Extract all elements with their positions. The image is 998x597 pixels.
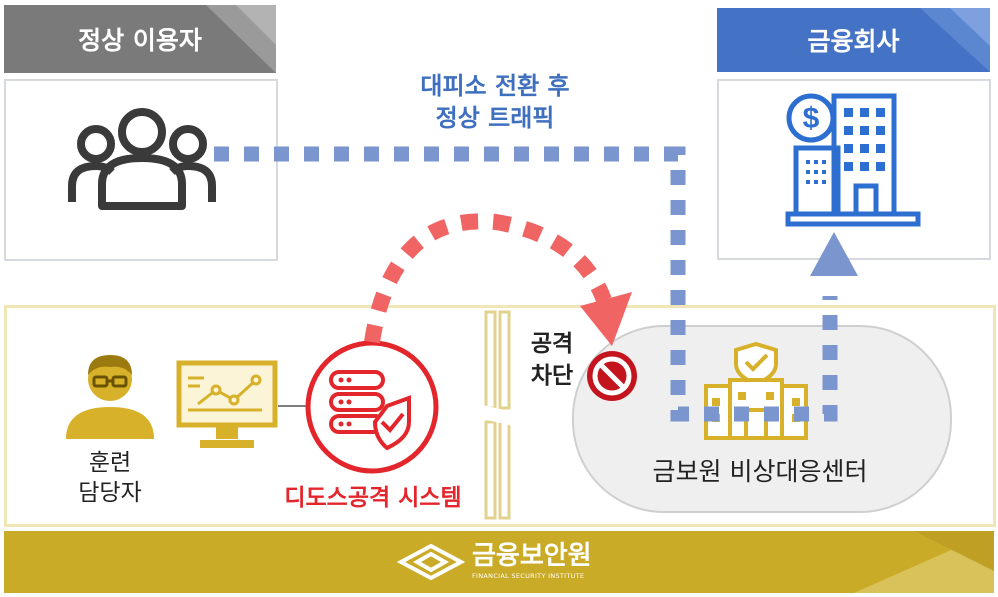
traffic-label-line2: 정상 트래픽: [435, 104, 555, 132]
ddos-system-label: 디도스공격 시스템: [284, 485, 462, 511]
svg-text:$: $: [803, 102, 820, 135]
emergency-center-label: 금보원 비상대응센터: [652, 457, 868, 486]
block-label-line2: 차단: [530, 363, 574, 389]
traffic-label: 대피소 전환 후 정상 트래픽: [390, 70, 600, 134]
finance-company-title: 금융회사: [807, 27, 900, 56]
users-icon: [68, 108, 216, 210]
trainer-label: 훈련 담당자: [58, 448, 162, 508]
user-group-header: 정상 이용자: [4, 5, 276, 73]
block-label: 공격 차단: [518, 328, 586, 392]
normal-traffic-path: [214, 146, 838, 422]
trainer-person-icon: [66, 355, 154, 439]
finance-company-panel: [717, 79, 991, 260]
header-decoration-icon: [206, 5, 276, 73]
connector-line: [278, 405, 306, 407]
block-label-line1: 공격: [530, 331, 574, 357]
fsi-logo-icon: [396, 543, 466, 581]
user-group-title: 정상 이용자: [78, 26, 202, 55]
ddos-system-icon: [305, 340, 439, 474]
footer-org-name-en: FINANCIAL SECURITY INSTITUTE: [472, 572, 585, 580]
traffic-label-line1: 대피소 전환 후: [420, 72, 570, 100]
monitor-icon: [176, 360, 278, 448]
trainer-label-line1: 훈련: [88, 450, 132, 476]
footer-bar: [4, 531, 994, 593]
trainer-label-line2: 담당자: [78, 480, 142, 506]
footer-org-name: 금융보안원: [472, 541, 592, 571]
normal-traffic-arrowhead: [810, 232, 858, 276]
bank-building-icon: $: [785, 93, 921, 227]
footer-decoration-icon: [854, 531, 994, 593]
firewall-barrier: [478, 310, 522, 520]
attack-traffic-arc: [364, 213, 612, 344]
header-decoration-icon: [920, 8, 990, 72]
finance-company-header: 금융회사: [717, 8, 990, 72]
block-icon: [587, 351, 637, 401]
attack-traffic-arrowhead: [580, 292, 632, 346]
